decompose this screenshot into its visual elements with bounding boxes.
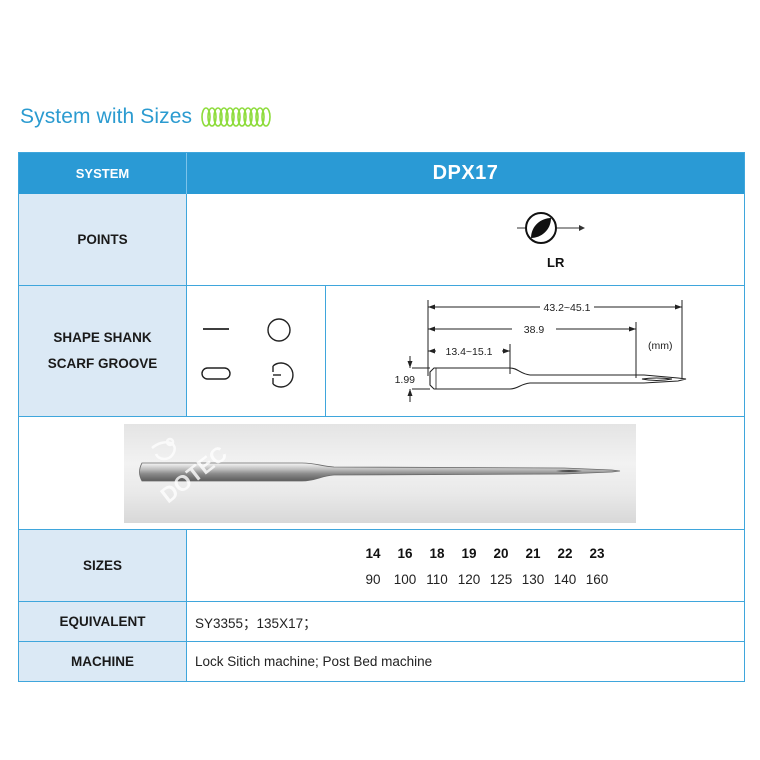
- sizes-row: SIZES 14 16 18 19 20 21 22 23 90 100 110: [19, 529, 744, 601]
- size-nm: 21: [525, 545, 541, 561]
- circle-icon: [267, 318, 291, 342]
- machine-row: MACHINE Lock Sitich machine; Post Bed ma…: [19, 641, 744, 681]
- size-metric-row: 90 100 110 120 125 130 140 160: [357, 566, 613, 592]
- shape-label: SHAPE SHANK SCARF GROOVE: [19, 286, 187, 416]
- size-grid: 14 16 18 19 20 21 22 23 90 100 110 120 1…: [357, 540, 613, 592]
- size-metric: 160: [585, 571, 609, 587]
- size-metric: 125: [489, 571, 513, 587]
- size-metric: 100: [393, 571, 417, 587]
- size-nm: 22: [557, 545, 573, 561]
- dim-to-eye: 38.9: [524, 324, 545, 336]
- size-nm: 20: [493, 545, 509, 561]
- size-metric: 140: [553, 571, 577, 587]
- shank-shapes: [187, 286, 326, 416]
- spec-table: SYSTEM DPX17 POINTS LR SHAPE SHANK SCARF…: [18, 152, 745, 682]
- shape-row: SHAPE SHANK SCARF GROOVE: [19, 285, 744, 416]
- size-metric: 90: [365, 571, 381, 587]
- size-nm: 23: [589, 545, 605, 561]
- system-value: DPX17: [432, 162, 499, 184]
- dim-diameter: 1.99: [395, 374, 416, 386]
- size-nm: 16: [397, 545, 413, 561]
- dim-unit: (mm): [648, 340, 673, 352]
- dim-total: 43.2~45.1: [543, 302, 590, 314]
- lr-point-icon: [517, 208, 597, 257]
- rounded-rect-icon: [201, 367, 231, 380]
- shape-label-line1: SHAPE SHANK: [53, 330, 152, 345]
- points-row: POINTS LR: [19, 194, 744, 285]
- points-value: LR: [187, 194, 744, 285]
- system-label: SYSTEM: [19, 153, 187, 194]
- sizes-values: 14 16 18 19 20 21 22 23 90 100 110 120 1…: [187, 530, 744, 601]
- groove-icon: [272, 362, 294, 388]
- equivalent-row: EQUIVALENT SY3355；135X17；: [19, 601, 744, 641]
- machine-label: MACHINE: [19, 642, 187, 681]
- points-label: POINTS: [19, 194, 187, 285]
- machine-value: Lock Sitich machine; Post Bed machine: [195, 654, 433, 669]
- dim-shank: 13.4~15.1: [445, 346, 492, 358]
- dimension-diagram: 43.2~45.1 38.9 13.4~15.1 1.99 (mm): [326, 286, 744, 416]
- size-metric: 110: [426, 571, 448, 587]
- photo-row: DOTEC: [19, 416, 744, 529]
- shape-label-line2: SCARF GROOVE: [47, 356, 158, 371]
- system-row: SYSTEM DPX17: [19, 153, 744, 194]
- size-nm: 18: [429, 545, 445, 561]
- size-metric: 120: [457, 571, 481, 587]
- size-metric: 130: [521, 571, 545, 587]
- section-heading: System with Sizes: [20, 100, 272, 134]
- size-nm: 19: [461, 545, 477, 561]
- section-title: System with Sizes: [20, 105, 193, 128]
- coil-icon: [200, 106, 272, 128]
- sizes-label: SIZES: [19, 530, 187, 601]
- point-code: LR: [547, 255, 565, 270]
- size-nm: 14: [365, 545, 381, 561]
- equivalent-label: EQUIVALENT: [19, 602, 187, 641]
- needle-photo: DOTEC: [124, 424, 636, 523]
- equivalent-value: SY3355；135X17；: [195, 615, 317, 631]
- size-nm-row: 14 16 18 19 20 21 22 23: [357, 540, 613, 566]
